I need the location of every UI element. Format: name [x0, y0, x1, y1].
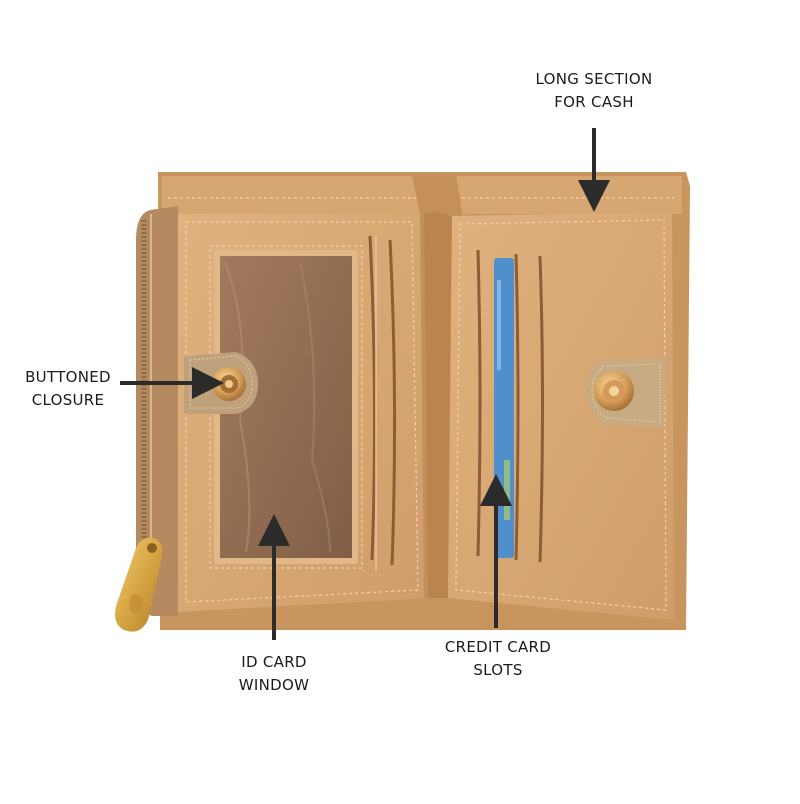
button-closure-right [586, 358, 666, 428]
label-long-section-line1: LONG SECTION [535, 70, 653, 88]
label-id-card-line1: ID CARD [241, 653, 307, 671]
zipper-pull [115, 537, 163, 632]
label-credit-card-slots: CREDIT CARD SLOTS [432, 636, 564, 682]
credit-card-slots [476, 249, 544, 563]
label-id-card-line2: WINDOW [238, 676, 310, 694]
label-long-section-for-cash: LONG SECTION FOR CASH [526, 68, 662, 114]
label-buttoned-closure-line1: BUTTONED [25, 368, 111, 386]
label-credit-card-line2: SLOTS [473, 661, 523, 679]
label-buttoned-closure-line2: CLOSURE [31, 391, 105, 409]
label-id-card-window: ID CARD WINDOW [222, 651, 326, 697]
id-card-window [209, 245, 363, 569]
label-credit-card-line1: CREDIT CARD [444, 638, 552, 656]
zipper-edge [136, 206, 178, 616]
label-long-section-line2: FOR CASH [554, 93, 634, 111]
annotation-arrows [120, 128, 610, 640]
label-buttoned-closure: BUTTONED CLOSURE [18, 366, 118, 412]
